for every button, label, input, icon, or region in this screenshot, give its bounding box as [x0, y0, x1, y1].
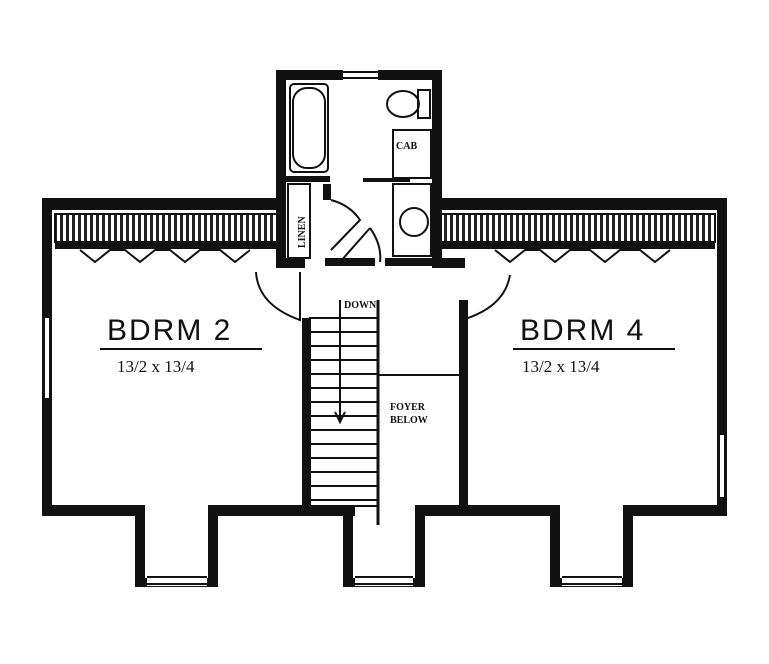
door-swing-bdrm2: [255, 271, 301, 322]
bay-middle: [343, 505, 425, 587]
foyer-label: FOYER: [390, 402, 426, 413]
staircase: [309, 300, 380, 525]
door-swing-bdrm4: [467, 274, 511, 319]
bay-left: [135, 505, 218, 587]
bay-right: [550, 505, 633, 587]
below-label: BELOW: [390, 415, 428, 426]
bdrm2-name: BDRM 2: [107, 314, 232, 347]
window-left: [43, 318, 51, 398]
linen-label: LINEN: [297, 216, 308, 248]
cabinet: [392, 129, 432, 179]
cab-label: CAB: [396, 141, 417, 152]
closet-right: [439, 213, 716, 264]
bdrm4-name: BDRM 4: [520, 314, 645, 347]
bathroom: [276, 70, 442, 268]
bdrm2-size: 13/2 x 13/4: [117, 357, 195, 376]
bdrm4-size: 13/2 x 13/4: [522, 357, 600, 376]
window-right: [718, 435, 726, 497]
linen-closet: [287, 183, 311, 259]
sink: [399, 207, 429, 237]
closet-left: [54, 213, 281, 264]
bdrm4-walls: [415, 198, 727, 516]
toilet: [386, 90, 420, 118]
down-label: DOWN: [344, 300, 377, 311]
bathtub: [289, 83, 329, 173]
